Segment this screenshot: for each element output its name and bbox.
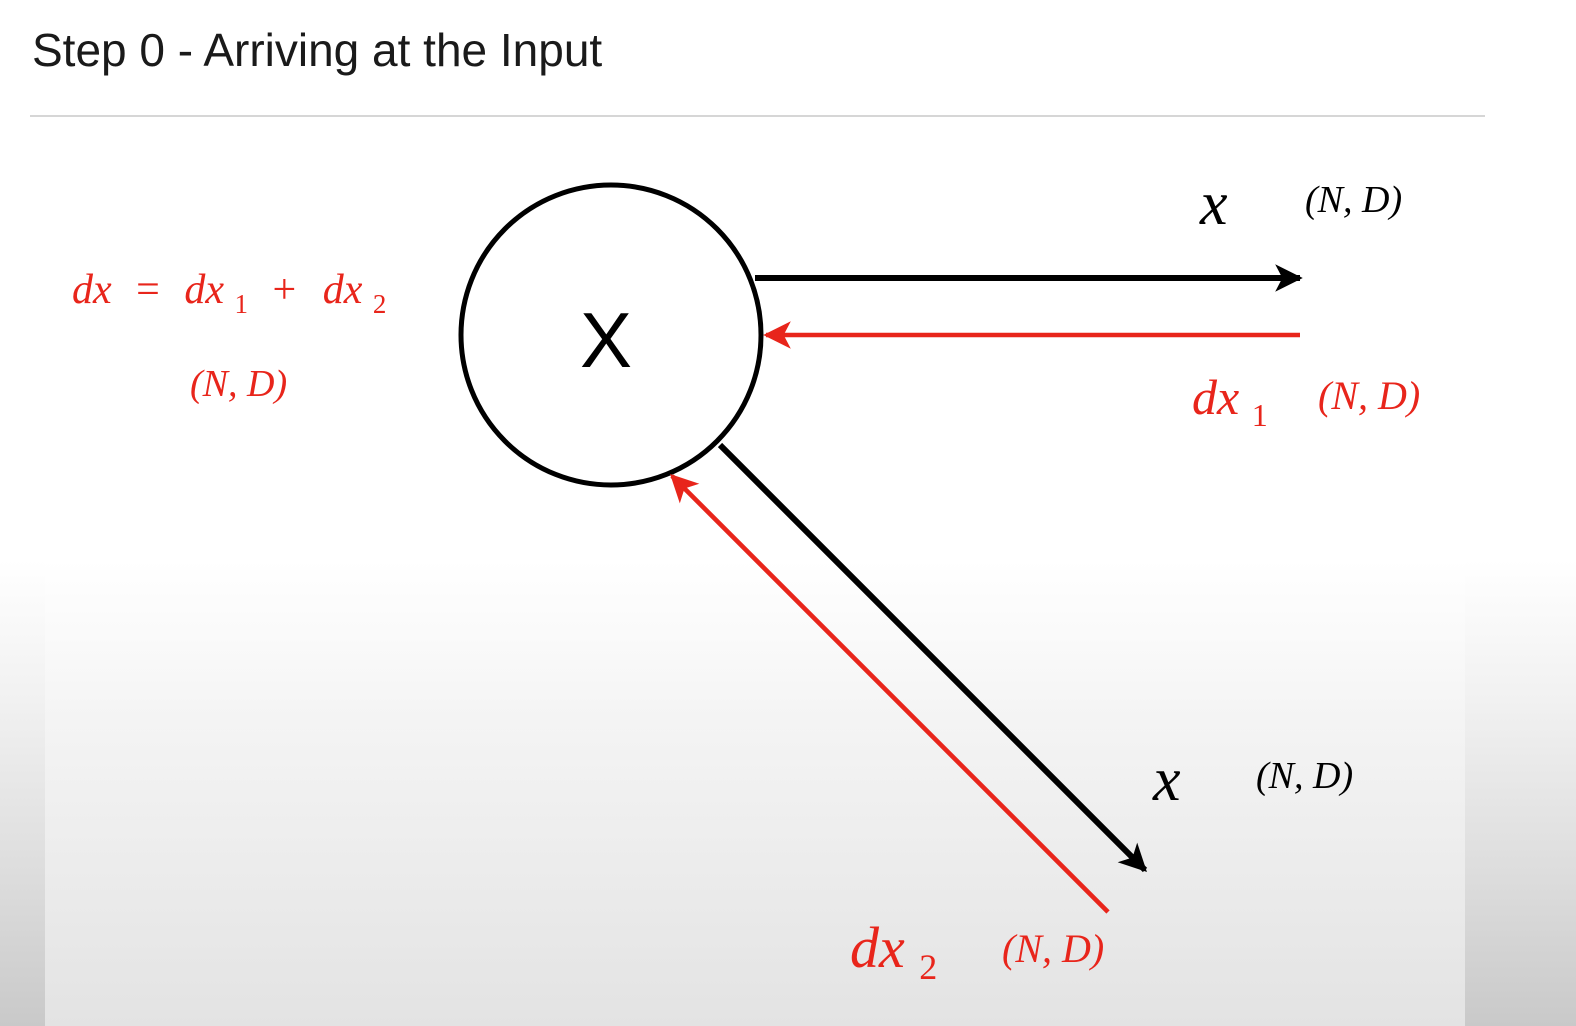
- sum-lhs: dx: [72, 267, 112, 313]
- sum-equals: =: [136, 267, 160, 313]
- upper-gradient-shape: (N, D): [1318, 373, 1420, 418]
- input-node: [458, 182, 764, 488]
- sum-term2-base: dx: [323, 267, 363, 313]
- upper-forward-shape: (N, D): [1305, 179, 1402, 221]
- lower-forward-label: x: [1152, 746, 1181, 814]
- sum-term1-base: dx: [184, 267, 224, 313]
- upper-gradient-base: dx: [1192, 369, 1239, 425]
- lower-gradient-arrow: [670, 474, 1110, 914]
- sum-term2-sub: 2: [373, 289, 387, 319]
- lower-gradient-shape: (N, D): [1002, 926, 1104, 971]
- lower-gradient-sub: 2: [919, 947, 937, 987]
- upper-gradient-label: dx 1: [1192, 369, 1268, 433]
- upper-forward-label: x: [1199, 170, 1228, 238]
- sum-plus: +: [273, 267, 297, 313]
- slide-title: Step 0 - Arriving at the Input: [32, 24, 603, 76]
- sum-term1-sub: 1: [235, 289, 249, 319]
- input-node-label: X: [580, 296, 632, 384]
- lower-gradient-base: dx: [850, 915, 905, 980]
- title-divider: [30, 115, 1485, 117]
- lower-forward-shape: (N, D): [1256, 755, 1353, 797]
- lower-gradient-label: dx 2: [850, 915, 937, 987]
- summed-gradient-equation: dx = dx 1 + dx 2: [72, 267, 386, 323]
- lower-forward-arrow: [717, 442, 1148, 873]
- upper-gradient-sub: 1: [1252, 397, 1268, 433]
- summed-gradient-shape: (N, D): [190, 363, 287, 405]
